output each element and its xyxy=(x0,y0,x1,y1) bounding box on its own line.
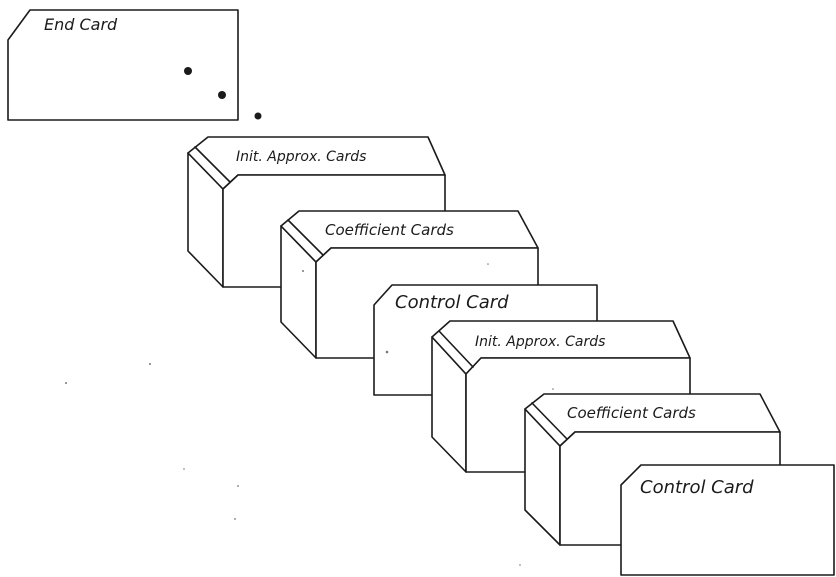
continuation-dot xyxy=(218,91,226,99)
deck-label: Init. Approx. Cards xyxy=(236,149,366,165)
deck-label: Coefficient Cards xyxy=(325,221,454,239)
continuation-dot xyxy=(255,113,262,120)
control-card: Control Card xyxy=(621,465,834,575)
deck-label: Control Card xyxy=(395,292,509,313)
end-card-label: End Card xyxy=(44,15,118,34)
deck-label: Control Card xyxy=(640,477,754,498)
continuation-dot xyxy=(184,67,192,75)
end-card: End Card xyxy=(8,10,262,120)
deck-label: Coefficient Cards xyxy=(567,404,696,422)
deck-label: Init. Approx. Cards xyxy=(475,334,605,350)
